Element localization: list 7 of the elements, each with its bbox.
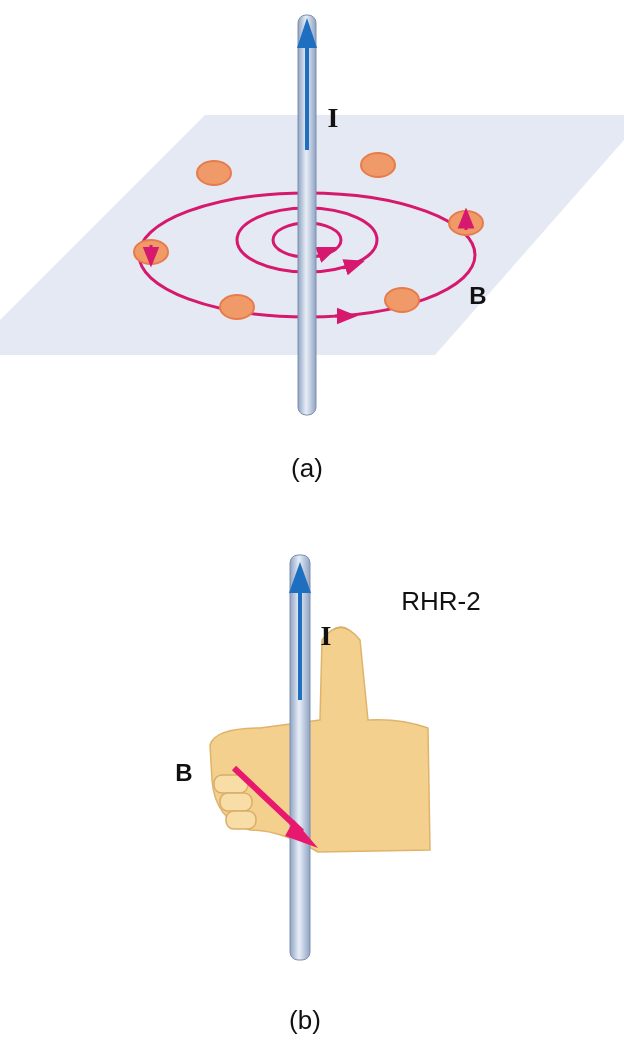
panel-label: (a) — [291, 452, 323, 484]
current-label: I — [327, 102, 339, 134]
panel-label: (b) — [289, 1004, 321, 1036]
field-label: B — [469, 282, 487, 310]
rule-label: RHR-2 — [401, 585, 481, 617]
current-label: I — [320, 620, 332, 652]
field-label: B — [175, 759, 193, 787]
